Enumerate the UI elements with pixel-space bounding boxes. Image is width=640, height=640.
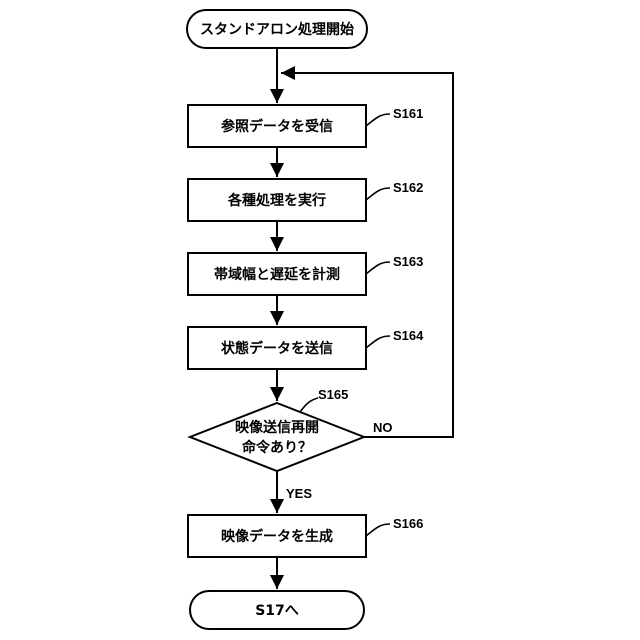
process-step-s163: 帯域幅と遅延を計測 S163	[188, 253, 423, 295]
end-terminator: S17へ	[190, 591, 364, 629]
step-id: S163	[393, 254, 423, 269]
step-label: 映像データを生成	[221, 528, 333, 545]
step-label: 各種処理を実行	[227, 192, 326, 209]
step-id-leader	[366, 114, 390, 126]
process-step-s166: 映像データを生成 S166	[188, 515, 423, 557]
decision-id-leader	[300, 398, 318, 412]
step-label: 帯域幅と遅延を計測	[214, 266, 340, 283]
step-id-leader	[366, 188, 390, 200]
step-id: S161	[393, 106, 423, 121]
step-id: S166	[393, 516, 423, 531]
decision-id: S165	[318, 387, 348, 402]
step-id: S162	[393, 180, 423, 195]
step-id-leader	[366, 524, 390, 536]
step-label: 参照データを受信	[221, 118, 333, 135]
decision-yes-label: YES	[286, 486, 312, 501]
step-id-leader	[366, 262, 390, 274]
step-id: S164	[393, 328, 424, 343]
process-step-s161: 参照データを受信 S161	[188, 105, 423, 147]
step-id-leader	[366, 336, 390, 348]
decision-line-1: 映像送信再開	[235, 419, 319, 436]
start-terminator: スタンドアロン処理開始	[187, 10, 367, 48]
process-step-s162: 各種処理を実行 S162	[188, 179, 423, 221]
step-label: 状態データを送信	[221, 340, 333, 357]
decision-no-label: NO	[373, 420, 393, 435]
process-step-s164: 状態データを送信 S164	[188, 327, 424, 369]
start-label: スタンドアロン処理開始	[200, 21, 354, 38]
end-label: S17へ	[255, 603, 299, 619]
decision-s165: 映像送信再開 命令あり？ S165 NO YES	[190, 387, 393, 501]
decision-line-2: 命令あり？	[241, 439, 312, 456]
